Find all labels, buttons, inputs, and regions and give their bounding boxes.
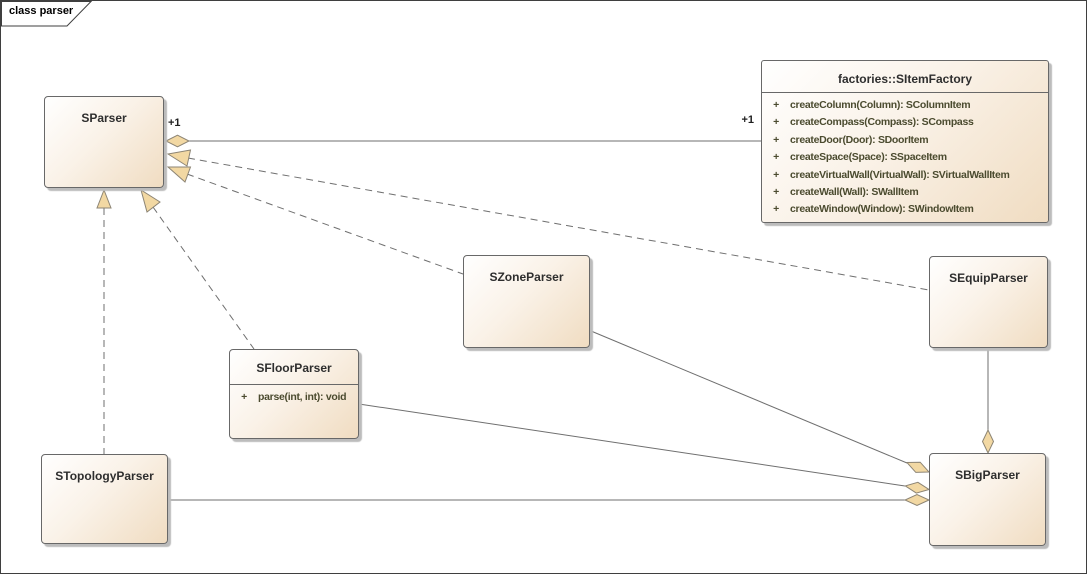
operation-row[interactable]: + createCompass(Compass): SCompass [762, 114, 1048, 131]
visibility-icon: + [773, 99, 779, 111]
class-sequipparser[interactable]: SEquipParser [929, 256, 1048, 348]
operation-row[interactable]: + createColumn(Column): SColumnItem [762, 97, 1048, 114]
operation-row[interactable]: + createVirtualWall(VirtualWall): SVirtu… [762, 167, 1048, 184]
aggregation-diamond-icon [903, 493, 931, 507]
generalization-triangle-icon [140, 188, 161, 213]
visibility-icon: + [773, 185, 779, 198]
aggregation-diamond-icon [164, 134, 191, 148]
connector-stopologyparser-sparser[interactable] [96, 188, 112, 454]
frame-tab [1, 1, 93, 27]
connector-sbigparser-sfloorparser[interactable] [358, 403, 931, 494]
class-name: factories::SItemFactory [837, 72, 973, 86]
visibility-icon: + [773, 168, 779, 181]
operations-compartment: + parse(int, int): void [230, 385, 358, 406]
class-name: STopologyParser [55, 469, 154, 483]
diagram-frame-title: class parser [9, 5, 74, 17]
operation-signature: createColumn(Column): SColumnItem [790, 99, 971, 111]
operation-row[interactable]: + createWall(Wall): SWallItem [762, 184, 1048, 201]
aggregation-diamond-icon [905, 461, 931, 473]
class-name: SZoneParser [489, 270, 564, 284]
multiplicity-label-factory-end: +1 [741, 114, 754, 126]
operation-row[interactable]: + createWindow(Window): SWindowItem [762, 201, 1048, 218]
class-sparser[interactable]: SParser [44, 96, 164, 188]
class-szoneparser[interactable]: SZoneParser [463, 255, 590, 348]
operation-row[interactable]: + createSpace(Space): SSpaceItem [762, 149, 1048, 166]
multiplicity-label-sparser-end: +1 [168, 117, 181, 129]
generalization-triangle-icon [96, 188, 112, 209]
operations-compartment: + createColumn(Column): SColumnItem + cr… [762, 93, 1048, 219]
class-stopologyparser[interactable]: STopologyParser [41, 454, 168, 544]
generalization-triangle-icon [166, 166, 192, 183]
class-sitemfactory[interactable]: factories::SItemFactory + createColumn(C… [761, 60, 1049, 223]
class-name: SEquipParser [949, 271, 1028, 285]
connector-sbigparser-sequipparser[interactable] [981, 348, 995, 455]
compartment-divider [762, 92, 1048, 93]
operation-signature: createDoor(Door): SDoorItem [790, 133, 929, 146]
operation-signature: parse(int, int): void [258, 391, 347, 403]
generalization-triangle-icon [166, 149, 192, 167]
operation-signature: createCompass(Compass): SCompass [790, 116, 974, 129]
aggregation-diamond-icon [981, 428, 995, 455]
connector-sfloorparser-sparser[interactable] [140, 188, 255, 350]
class-name: SParser [81, 111, 127, 125]
operation-signature: createSpace(Space): SSpaceItem [790, 151, 947, 164]
connector-sequipparser-sparser[interactable] [166, 149, 930, 291]
operation-signature: createWindow(Window): SWindowItem [790, 203, 974, 216]
operation-row[interactable]: + createDoor(Door): SDoorItem [762, 132, 1048, 149]
class-name: SFloorParser [256, 361, 332, 375]
connector-sbigparser-szoneparser[interactable] [590, 330, 931, 473]
connector-szoneparser-sparser[interactable] [166, 166, 464, 275]
visibility-icon: + [241, 391, 247, 403]
connector-sparser-sitemfactory[interactable] [164, 134, 761, 148]
class-sbigparser[interactable]: SBigParser [929, 453, 1046, 546]
visibility-icon: + [773, 133, 779, 146]
operation-signature: createWall(Wall): SWallItem [790, 185, 919, 198]
connector-sbigparser-stopologyparser[interactable] [168, 493, 931, 507]
class-name: SBigParser [955, 468, 1020, 482]
visibility-icon: + [773, 203, 779, 216]
operation-signature: createVirtualWall(VirtualWall): SVirtual… [790, 168, 1010, 181]
class-sfloorparser[interactable]: SFloorParser + parse(int, int): void [229, 349, 359, 439]
compartment-divider [230, 384, 358, 385]
operation-row[interactable]: + parse(int, int): void [230, 389, 358, 406]
visibility-icon: + [773, 116, 779, 129]
aggregation-diamond-icon [904, 481, 931, 494]
visibility-icon: + [773, 151, 779, 164]
